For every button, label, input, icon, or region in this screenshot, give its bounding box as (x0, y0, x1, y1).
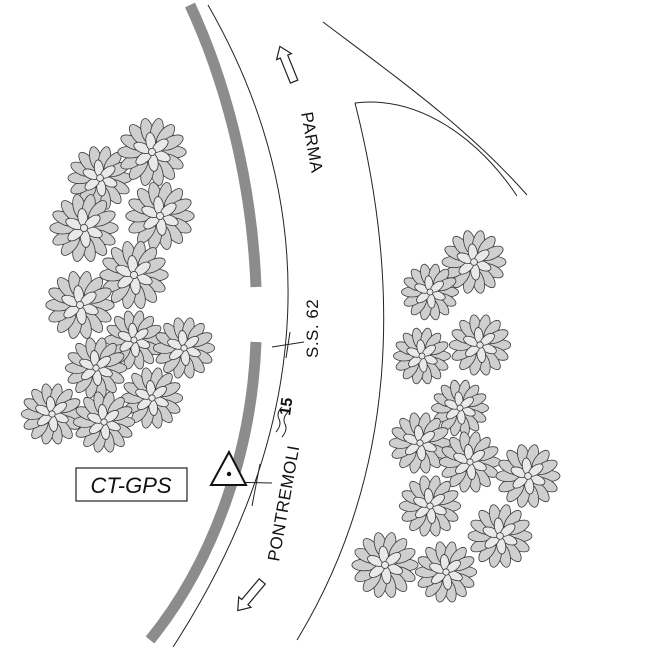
tree-icon (467, 504, 533, 568)
tree-icon (448, 314, 512, 376)
label-km: 15 (277, 396, 296, 416)
road-left-edge (172, 4, 289, 647)
tree-icon (99, 241, 169, 309)
label-parma: PARMA (297, 110, 326, 174)
tilde-marker-icon-2 (281, 411, 289, 438)
tree-icon (125, 182, 195, 250)
station-label-box[interactable]: CT-GPS (75, 467, 188, 502)
road-edges (172, 4, 528, 647)
tree-icon (401, 263, 459, 321)
guard-rail-upper (185, 2, 262, 288)
km-tick-upper-cross (285, 331, 291, 359)
tree-icon (72, 391, 136, 453)
tree-icon (414, 541, 478, 603)
tilde-marker-icon (275, 406, 283, 433)
direction-arrow-down-icon (237, 578, 267, 612)
tree-icon (49, 194, 119, 262)
guard-rail-lower (145, 341, 262, 644)
km-marker: 15 (271, 331, 305, 438)
tree-icon (441, 230, 507, 294)
station-tick-v (251, 463, 261, 507)
triangle-station-icon[interactable] (209, 449, 248, 486)
tree-icon (388, 412, 452, 474)
tree-icon (104, 310, 165, 370)
tree-icon (431, 379, 489, 437)
direction-arrow-up-icon (275, 45, 299, 84)
tree-icon (117, 118, 187, 186)
tree-cluster-left (20, 118, 216, 453)
label-road-number: S.S. 62 (303, 299, 322, 358)
tree-icon (398, 475, 462, 537)
tree-icon (64, 337, 128, 399)
tree-icon (393, 327, 451, 385)
tree-icon (438, 431, 502, 493)
tree-icon (20, 383, 84, 445)
side-road-lower (354, 101, 518, 197)
guard-rail (145, 2, 262, 644)
road-right-edge (296, 102, 385, 641)
tree-icon (351, 532, 419, 598)
tree-icon (495, 444, 561, 508)
tree-icon (45, 271, 115, 339)
station-label: CT-GPS (90, 473, 171, 498)
label-pontremoli: PONTREMOLI (264, 444, 303, 563)
tree-cluster-right (351, 230, 561, 603)
tree-icon (152, 317, 216, 379)
side-road-upper (322, 21, 528, 196)
tree-icon (120, 367, 184, 429)
